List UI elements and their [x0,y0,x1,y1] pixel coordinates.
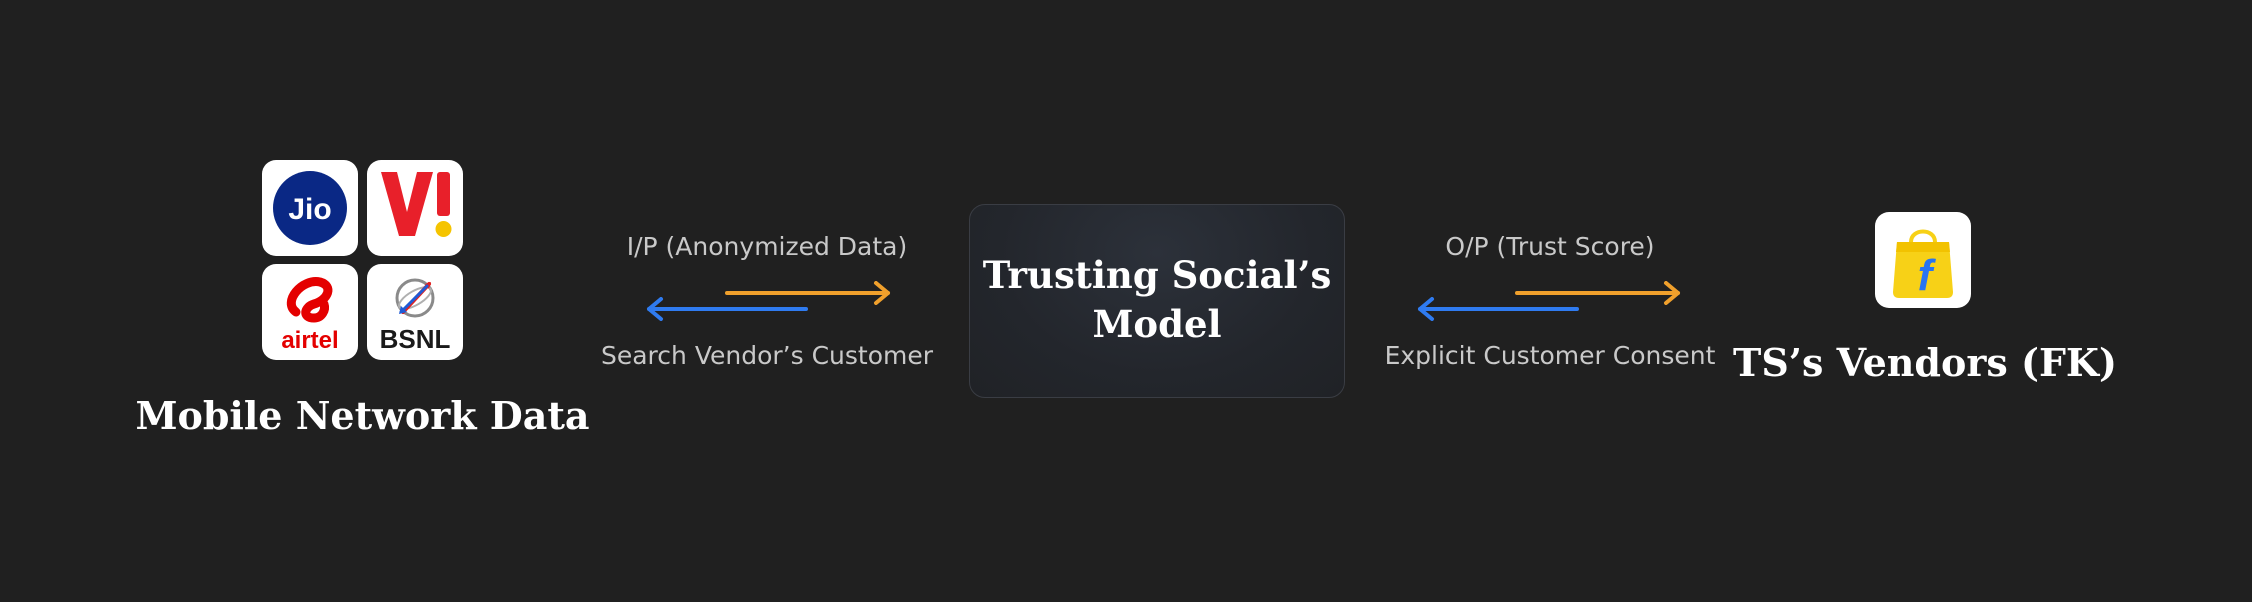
bsnl-logo-text: BSNL [380,324,451,354]
trusting-social-model-box: Trusting Social’s Model [969,204,1345,398]
airtel-logo-icon: airtel [262,264,358,360]
mobile-network-data-title: Mobile Network Data [135,393,590,438]
vi-logo-icon [367,160,463,256]
jio-logo-text: Jio [288,193,331,226]
ts-vendors-title: TS’s Vendors (FK) [1733,340,2117,385]
forward-arrow-icon [1515,281,1680,305]
airtel-logo-text: airtel [281,327,338,354]
flipkart-logo-icon: f [1875,212,1971,308]
output-trust-score-label: O/P (Trust Score) [1445,232,1655,261]
model-title: Trusting Social’s Model [970,251,1344,349]
input-anonymized-data-label: I/P (Anonymized Data) [626,232,908,261]
back-arrow-icon [647,297,808,321]
search-vendor-customer-label: Search Vendor’s Customer [600,341,934,370]
jio-logo-icon: Jio [262,160,358,256]
forward-arrow-icon [725,281,890,305]
back-arrow-icon [1418,297,1579,321]
model-title-line-1: Trusting Social’s [982,253,1332,297]
explicit-customer-consent-label: Explicit Customer Consent [1384,341,1716,370]
model-title-line-2: Model [1092,302,1222,346]
flipkart-logo-text: f [1918,251,1937,300]
bsnl-logo-icon: BSNL [367,264,463,360]
